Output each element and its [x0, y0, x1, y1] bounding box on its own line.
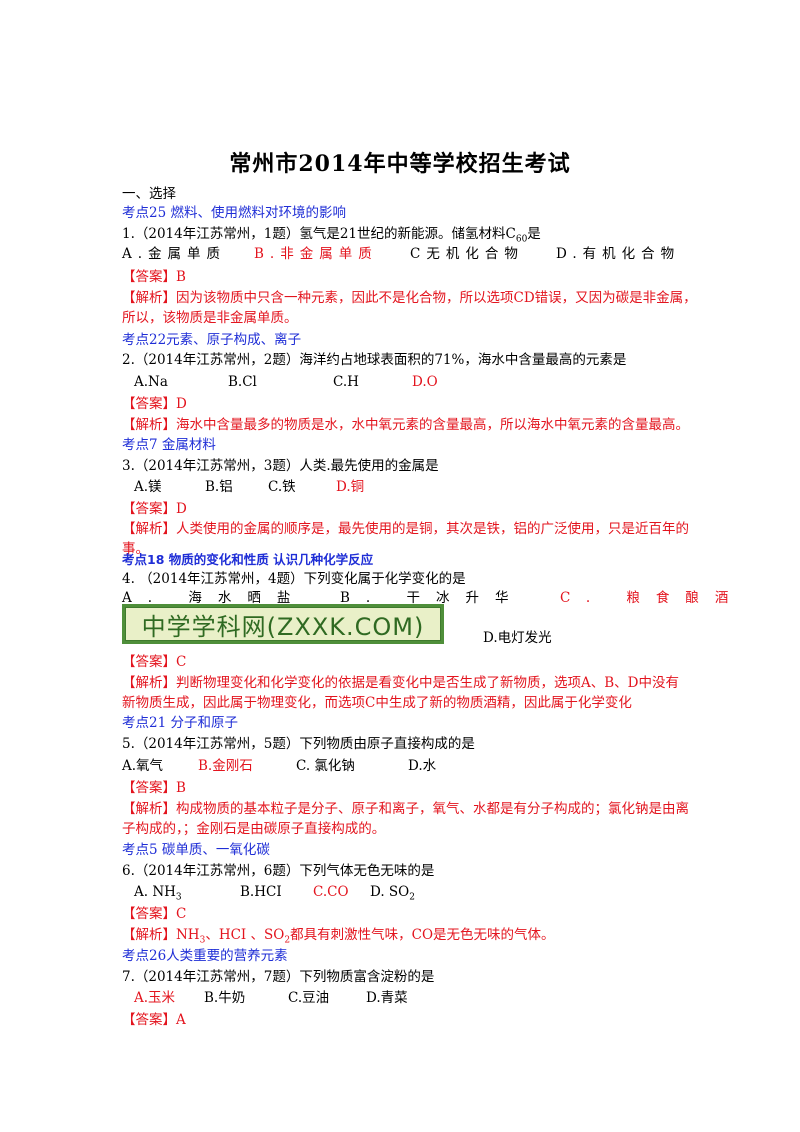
q4-option-d: D.电灯发光 [483, 630, 552, 646]
q4-topic: 考点18 物质的变化和性质 认识几种化学反应 [122, 552, 374, 567]
q1-answer: 【答案】B [122, 269, 186, 285]
q1-option-d: D.有机化合物 [556, 246, 681, 262]
q2-option-c: C.H [333, 374, 359, 390]
q7-stem: 7.（2014年江苏常州，7题）下列物质富含淀粉的是 [122, 969, 435, 985]
q5-option-a: A.氧气 [122, 758, 164, 774]
q5-option-d: D.水 [408, 758, 437, 774]
q2-stem: 2.（2014年江苏常州，2题）海洋约占地球表面积的71%，海水中含量最高的元素… [122, 352, 627, 368]
q1-stem: 1.（2014年江苏常州，1题）氢气是21世纪的新能源。储氢材料C60是 [122, 226, 541, 245]
q4-analysis: 【解析】判断物理变化和化学变化的依据是看变化中是否生成了新物质，选项A、B、D中… [122, 675, 679, 691]
q4-analysis-cont: 新物质生成，因此属于物理变化，而选项C中生成了新的物质酒精，因此属于化学变化 [122, 695, 632, 711]
q6-analysis: 【解析】NH3、HCI 、SO2都具有刺激性气味，CO是无色无味的气体。 [122, 927, 555, 946]
q2-option-a: A.Na [134, 374, 168, 390]
q1-option-a: A.金属单质 [122, 246, 227, 262]
page-title: 常州市2014年中等学校招生考试 [229, 151, 571, 177]
q6-option-b: B.HCI [240, 884, 282, 900]
q7-option-d: D.青菜 [366, 990, 408, 1006]
q3-option-c: C.铁 [268, 479, 296, 495]
q4-option-a: A. 海水晒盐 [122, 590, 307, 606]
q3-analysis: 【解析】人类使用的金属的顺序是，最先使用的是铜，其次是铁，铝的广泛使用，只是近百… [122, 521, 689, 537]
q1-option-b: B.非金属单质 [254, 246, 378, 262]
q4-stem: 4. （2014年江苏常州，4题）下列变化属于化学变化的是 [122, 571, 466, 587]
q6-option-a: A. NH3 [134, 884, 182, 903]
q7-topic: 考点26人类重要的营养元素 [122, 948, 288, 964]
watermark-logo: 中学学科网(ZXXK.COM) [122, 604, 444, 644]
q2-topic: 考点22元素、原子构成、离子 [122, 332, 302, 348]
q7-answer: 【答案】A [122, 1012, 186, 1028]
q3-option-d: D.铜 [336, 479, 365, 495]
q4-option-b: B. 干冰升华 [340, 590, 525, 606]
q3-stem: 3.（2014年江苏常州，3题）人类.最先使用的金属是 [122, 458, 439, 474]
q5-stem: 5.（2014年江苏常州，5题）下列物质由原子直接构成的是 [122, 736, 475, 752]
q5-answer: 【答案】B [122, 780, 186, 796]
q3-option-b: B.铝 [205, 479, 233, 495]
q5-analysis-cont: 子构成的，；金刚石是由碳原子直接构成的。 [122, 821, 386, 837]
q5-topic: 考点21 分子和原子 [122, 715, 238, 731]
q3-answer: 【答案】D [122, 501, 187, 517]
q4-answer: 【答案】C [122, 654, 187, 670]
q3-option-a: A.镁 [134, 479, 162, 495]
q5-option-b: B.金刚石 [198, 758, 253, 774]
q1-topic: 考点25 燃料、使用燃料对环境的影响 [122, 205, 346, 221]
q6-answer: 【答案】C [122, 906, 187, 922]
q6-topic: 考点5 碳单质、一氧化碳 [122, 842, 270, 858]
q7-option-a: A.玉米 [134, 990, 176, 1006]
q6-stem: 6.（2014年江苏常州，6题）下列气体无色无味的是 [122, 863, 435, 879]
q5-analysis: 【解析】构成物质的基本粒子是分子、原子和离子，氧气、水都是有分子构成的；氯化钠是… [122, 801, 689, 817]
q1-option-c: C无机化合物 [410, 246, 524, 262]
q5-option-c: C. 氯化钠 [296, 758, 355, 774]
q2-option-d: D.O [412, 374, 438, 390]
q1-analysis-cont: 所以，该物质是非金属单质。 [122, 310, 298, 326]
q7-option-c: C.豆油 [288, 990, 330, 1006]
q7-option-b: B.牛奶 [204, 990, 246, 1006]
q1-analysis: 【解析】因为该物质中只含一种元素，因此不是化合物，所以选项CD错误，又因为碳是非… [122, 290, 697, 306]
q4-option-c: C. 粮食酿酒 [560, 590, 745, 606]
q6-option-c: C.CO [313, 884, 349, 900]
section-heading: 一、选择 [122, 186, 176, 202]
watermark-logo-text: 中学学科网(ZXXK.COM) [125, 607, 441, 641]
q2-analysis: 【解析】海水中含量最多的物质是水，水中氧元素的含量最高，所以海水中氧元素的含量最… [122, 417, 689, 433]
q3-topic: 考点7 金属材料 [122, 437, 216, 453]
q6-option-d: D. SO2 [370, 884, 415, 903]
q2-option-b: B.Cl [228, 374, 257, 390]
q3-analysis-cont: 事。 [122, 541, 149, 557]
q2-answer: 【答案】D [122, 396, 187, 412]
